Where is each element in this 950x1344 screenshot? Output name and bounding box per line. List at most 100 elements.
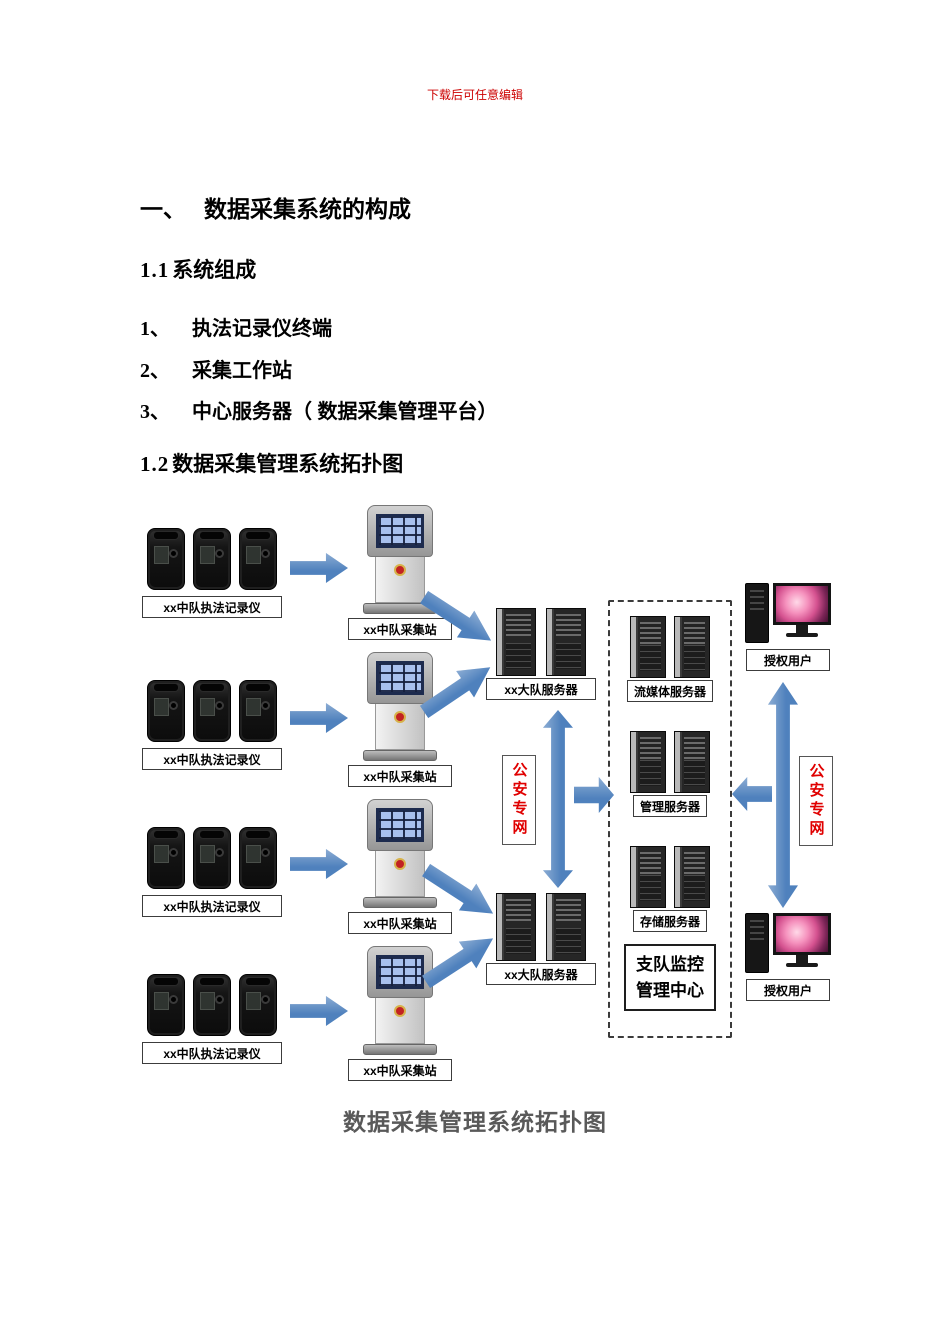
main-heading-number: 一、 <box>140 196 186 222</box>
server-tower <box>630 731 666 793</box>
bodycam-lens <box>169 549 178 558</box>
kiosk-base <box>363 1044 437 1055</box>
bodycam-screen <box>154 546 169 564</box>
storage-server-group: 存储服务器 <box>630 846 710 932</box>
server-tower <box>546 893 586 961</box>
bodycam-screen <box>246 992 261 1010</box>
kiosk-body <box>375 851 425 897</box>
bodycam-lens <box>261 549 270 558</box>
bodycam-icon <box>239 827 277 889</box>
section-number: 1.2 <box>140 452 170 476</box>
hq-label-line1: 支队监控 <box>636 955 704 974</box>
bodycam-lens <box>215 701 224 710</box>
section-text: 数据采集管理系统拓扑图 <box>172 453 404 476</box>
bodycam-lens <box>215 848 224 857</box>
computer-icon <box>745 583 831 643</box>
mgmt-server-group: 管理服务器 <box>630 731 710 817</box>
kiosk-label: xx中队采集站 <box>348 618 452 640</box>
hq-dashed-container: 流媒体服务器 管理服务器 存储服务器 支队监控 管理中心 <box>608 600 732 1038</box>
brigade-server-label: xx大队服务器 <box>486 678 596 700</box>
bodycam-clip <box>199 830 225 839</box>
bodycam-screen <box>246 546 261 564</box>
kiosk-label: xx中队采集站 <box>348 912 452 934</box>
kiosk-screen-bezel <box>367 799 433 851</box>
kiosk-icon <box>363 946 437 1055</box>
storage-server-label: 存储服务器 <box>632 910 707 932</box>
kiosk-body <box>375 704 425 750</box>
mgmt-server-label: 管理服务器 <box>632 795 707 817</box>
monitor-screen <box>773 583 831 625</box>
bodycam-icon <box>239 680 277 742</box>
server-tower <box>674 846 710 908</box>
bodycam-screen <box>200 992 215 1010</box>
police-emblem-icon <box>394 564 406 576</box>
police-emblem-icon <box>394 858 406 870</box>
police-network-label-right: 公安专网 <box>799 756 833 846</box>
computer-tower <box>745 583 769 643</box>
bodycam-clip <box>245 977 271 986</box>
bodycam-icon <box>239 528 277 590</box>
main-heading-text: 数据采集系统的构成 <box>204 196 411 222</box>
bodycam-clip <box>153 977 179 986</box>
bodycam-group-3: xx中队执法记录仪 <box>142 827 282 917</box>
list-number: 3、 <box>140 401 170 423</box>
section-text: 系统组成 <box>172 259 257 282</box>
bodycam-icon <box>193 827 231 889</box>
server-tower <box>673 616 710 678</box>
bodycam-lens <box>261 701 270 710</box>
server-tower <box>496 893 536 961</box>
bodycam-screen <box>154 845 169 863</box>
kiosk-label: xx中队采集站 <box>348 1059 452 1081</box>
server-icon <box>630 731 710 793</box>
authorized-user-label: 授权用户 <box>746 979 830 1001</box>
kiosk-group-4: xx中队采集站 <box>348 946 452 1081</box>
bodycam-icon <box>193 680 231 742</box>
kiosk-screen-bezel <box>367 946 433 998</box>
bodycam-screen <box>246 845 261 863</box>
bodycam-row <box>147 974 277 1036</box>
kiosk-group-1: xx中队采集站 <box>348 505 452 640</box>
kiosk-body <box>375 557 425 603</box>
police-network-label-left: 公安专网 <box>502 755 536 845</box>
kiosk-keypad-screen <box>376 808 424 842</box>
bodycam-icon <box>147 528 185 590</box>
list-item-1: 1、执法记录仪终端 <box>140 312 332 341</box>
bodycam-clip <box>245 531 271 540</box>
server-tower <box>546 608 586 676</box>
bodycam-clip <box>153 830 179 839</box>
kiosk-group-2: xx中队采集站 <box>348 652 452 787</box>
bodycam-group-label: xx中队执法记录仪 <box>142 596 282 618</box>
list-item-2: 2、采集工作站 <box>140 354 292 383</box>
hq-center-label: 支队监控 管理中心 <box>624 944 716 1011</box>
bodycam-icon <box>239 974 277 1036</box>
bodycam-screen <box>246 698 261 716</box>
bodycam-lens <box>261 995 270 1004</box>
kiosk-screen-bezel <box>367 652 433 704</box>
bodycam-clip <box>199 977 225 986</box>
watermark: 下载后可任意编辑 <box>426 88 523 102</box>
kiosk-icon <box>363 799 437 908</box>
bodycam-screen <box>200 546 215 564</box>
arrow-users-to-mgmt-icon <box>732 777 772 811</box>
server-tower <box>629 616 666 678</box>
bodycam-lens <box>169 995 178 1004</box>
bodycam-lens <box>169 848 178 857</box>
bodycam-icon <box>147 974 185 1036</box>
list-number: 1、 <box>140 318 170 340</box>
computer-icon <box>745 913 831 973</box>
kiosk-icon <box>363 505 437 614</box>
kiosk-keypad-screen <box>376 955 424 989</box>
monitor-base <box>786 633 818 637</box>
bodycam-group-label: xx中队执法记录仪 <box>142 895 282 917</box>
kiosk-base <box>363 750 437 761</box>
monitor-screen <box>773 913 831 955</box>
kiosk-icon <box>363 652 437 761</box>
server-icon <box>496 893 586 961</box>
bodycam-row <box>147 528 277 590</box>
bodycam-group-2: xx中队执法记录仪 <box>142 680 282 770</box>
hq-label-line2: 管理中心 <box>636 980 704 1000</box>
bodycam-screen <box>200 845 215 863</box>
bodycam-lens <box>169 701 178 710</box>
bodycam-clip <box>153 531 179 540</box>
